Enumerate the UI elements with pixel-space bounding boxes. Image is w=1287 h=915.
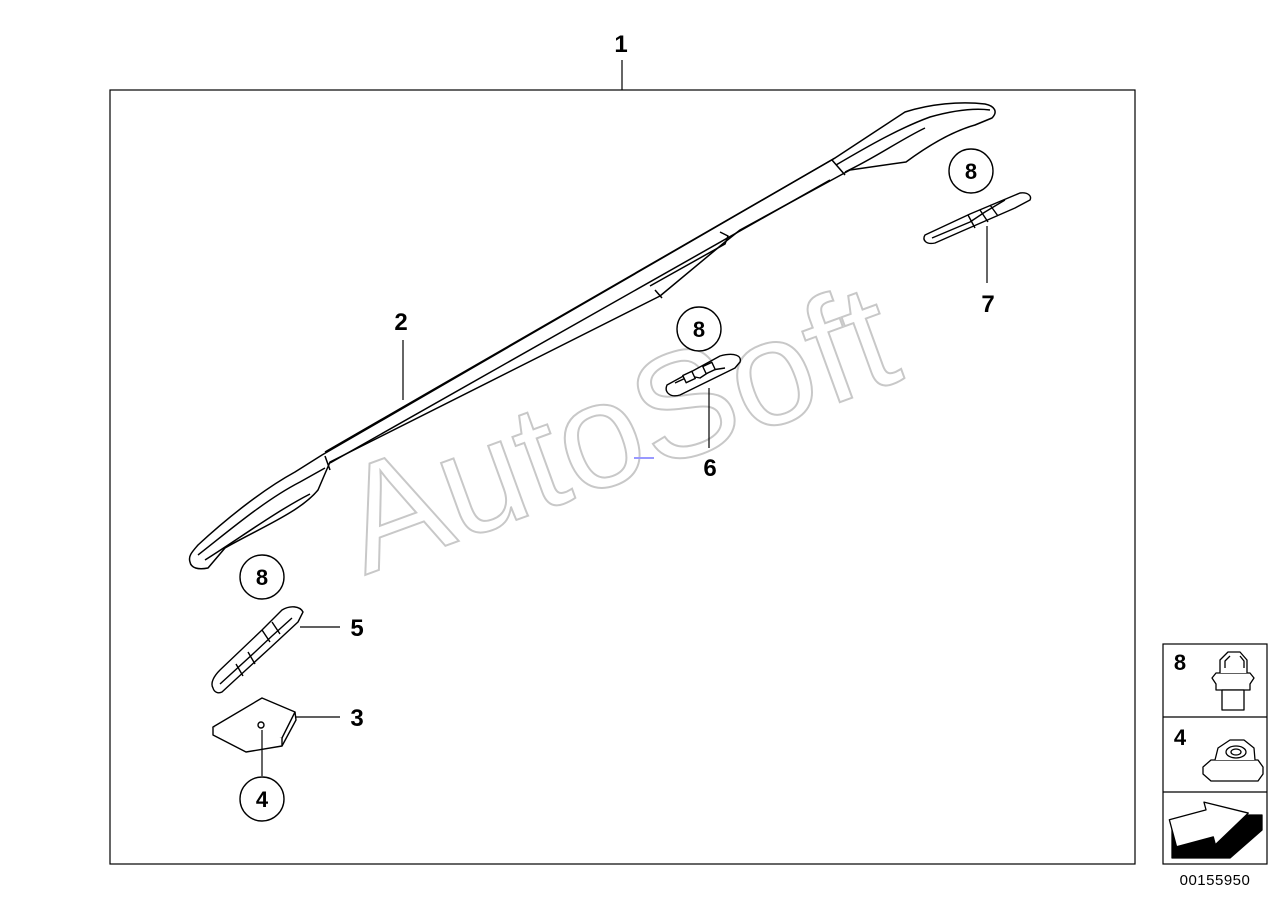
part-label-2: 2 bbox=[394, 309, 407, 336]
roof-rail-drawing bbox=[188, 102, 996, 570]
hex-bolt-icon bbox=[1211, 651, 1255, 711]
callout-8-top-right bbox=[948, 148, 994, 194]
callout-4-bottom bbox=[239, 776, 285, 822]
legend-num-8: 8 bbox=[1174, 650, 1186, 675]
direction-arrow-icon bbox=[1168, 801, 1263, 859]
legend-num-4: 4 bbox=[1174, 725, 1187, 750]
callout-8-top-right-label: 8 bbox=[965, 159, 977, 184]
callout-4-bottom-label: 4 bbox=[256, 787, 269, 812]
hex-nut-icon bbox=[1202, 739, 1264, 782]
part-label-7: 7 bbox=[981, 291, 994, 318]
end-cap-rear-drawing bbox=[211, 606, 304, 694]
part-label-6: 6 bbox=[703, 455, 716, 482]
callout-8-left-label: 8 bbox=[256, 565, 268, 590]
part-label-5: 5 bbox=[350, 615, 363, 642]
center-clip-drawing bbox=[665, 353, 742, 397]
callout-8-center-label: 8 bbox=[693, 317, 705, 342]
end-cap-front-drawing bbox=[923, 192, 1032, 245]
mounting-plate-drawing bbox=[212, 697, 297, 753]
document-id: 00155950 bbox=[1180, 872, 1251, 889]
legend-box bbox=[1162, 643, 1268, 865]
part-label-3: 3 bbox=[350, 705, 363, 732]
callout-8-center bbox=[676, 306, 722, 352]
part-label-1: 1 bbox=[614, 31, 627, 58]
callout-8-left bbox=[239, 554, 285, 600]
